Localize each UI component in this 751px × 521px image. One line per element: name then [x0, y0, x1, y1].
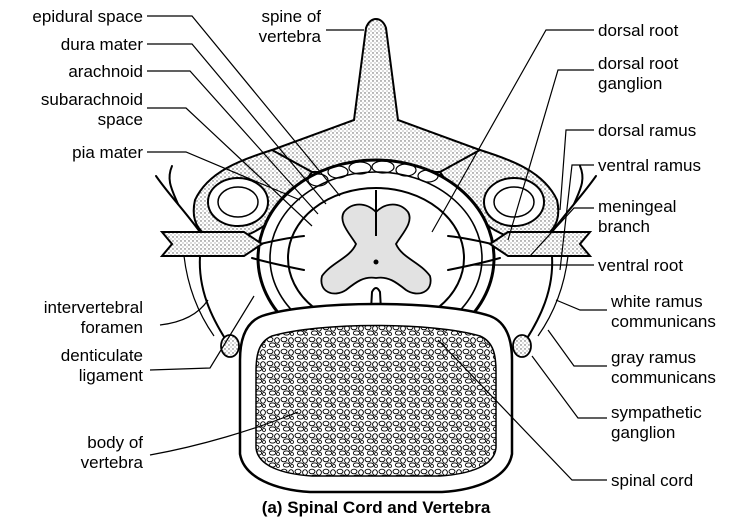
spinal-nerve-right: [490, 232, 590, 256]
labels-center: spine of vertebra: [259, 7, 322, 46]
label-denticulate-line1: denticulate: [61, 346, 143, 365]
transverse-process-left: [208, 178, 268, 226]
label-gray-ramus-line1: gray ramus: [611, 348, 696, 367]
label-spinal-cord: spinal cord: [611, 471, 693, 490]
label-intervertebral-line2: foramen: [81, 318, 143, 337]
sympathetic-ganglion-right: [513, 335, 531, 357]
label-white-ramus-line2: communicans: [611, 312, 716, 331]
leader-white-ramus-communicans: [556, 300, 607, 310]
label-gray-ramus-line2: communicans: [611, 368, 716, 387]
label-sympathetic-line2: ganglion: [611, 423, 675, 442]
cancellous-bone: [256, 326, 496, 477]
label-pia-mater: pia mater: [72, 143, 143, 162]
label-subarachnoid-line2: space: [98, 110, 143, 129]
vertebral-body: [240, 304, 512, 492]
leader-gray-ramus-communicans: [548, 330, 607, 366]
label-intervertebral-line1: intervertebral: [44, 298, 143, 317]
label-drg-line2: ganglion: [598, 74, 662, 93]
label-ventral-ramus: ventral ramus: [598, 156, 701, 175]
label-body-line1: body of: [87, 433, 143, 452]
label-white-ramus-line1: white ramus: [610, 292, 703, 311]
label-meningeal-line1: meningeal: [598, 197, 676, 216]
labels-right: dorsal root dorsal root ganglion dorsal …: [598, 21, 716, 490]
label-spine-line2: vertebra: [259, 27, 322, 46]
label-dorsal-ramus: dorsal ramus: [598, 121, 696, 140]
label-sympathetic-line1: sympathetic: [611, 403, 702, 422]
spinal-nerve-left: [162, 232, 262, 256]
label-denticulate-line2: ligament: [79, 366, 144, 385]
label-subarachnoid-line1: subarachnoid: [41, 90, 143, 109]
central-canal: [374, 260, 379, 265]
label-epidural-space: epidural space: [32, 7, 143, 26]
leader-sympathetic-ganglion: [532, 356, 607, 418]
label-drg-line1: dorsal root: [598, 54, 679, 73]
label-ventral-root: ventral root: [598, 256, 683, 275]
label-body-line2: vertebra: [81, 453, 144, 472]
label-spine-line1: spine of: [261, 7, 321, 26]
ventral-ramus-left: [200, 256, 226, 340]
figure-caption: (a) Spinal Cord and Vertebra: [262, 498, 491, 517]
labels-left: epidural space dura mater arachnoid suba…: [32, 7, 143, 472]
label-dura-mater: dura mater: [61, 35, 144, 54]
label-meningeal-line2: branch: [598, 217, 650, 236]
label-dorsal-root: dorsal root: [598, 21, 679, 40]
label-arachnoid: arachnoid: [68, 62, 143, 81]
ventral-ramus-right: [526, 256, 552, 340]
